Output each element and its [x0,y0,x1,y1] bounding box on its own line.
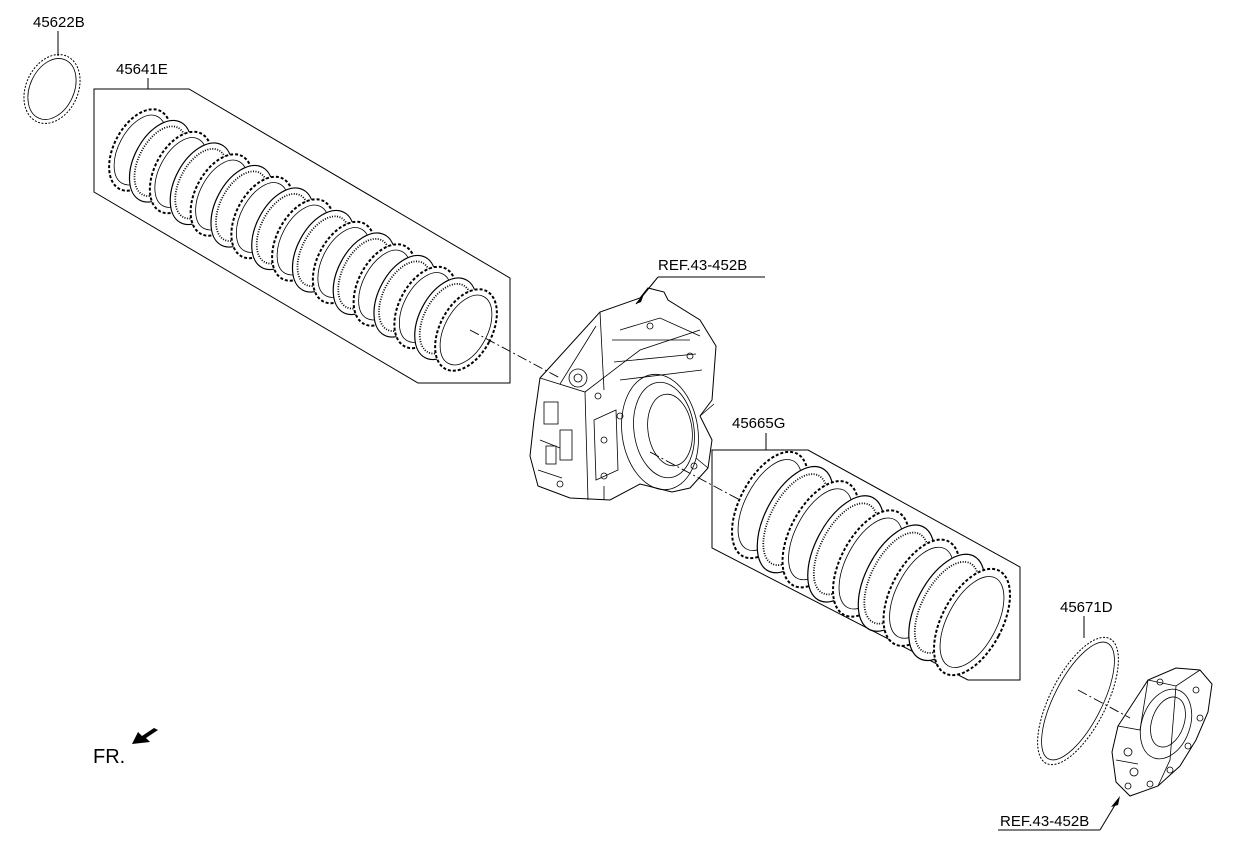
cover-body [1111,667,1213,797]
ref-label-case: REF.43-452B [658,257,747,274]
clutch-disc [434,288,498,372]
part-45622b[interactable]: 45622B [13,14,91,133]
label-45671d: 45671D [1060,599,1113,616]
case-body [529,287,717,501]
rear-cover[interactable]: REF.43-452B [998,667,1213,831]
clutch-pack-45641e [108,108,498,372]
frame-45641e [93,88,511,384]
part-45641e[interactable]: 45641E [93,61,511,384]
part-45671d[interactable]: 45671D [1021,599,1134,776]
part-45665g[interactable]: 45665G [711,415,1026,687]
transmission-case[interactable]: REF.43-452B [529,257,765,501]
ref-arrowhead-case [636,294,644,304]
label-45665g: 45665G [732,415,785,432]
ring-45671d [1037,636,1119,766]
clutch-disc [933,567,1011,677]
front-label: FR. [93,746,125,768]
label-45622b: 45622B [33,14,85,31]
front-indicator: FR. [93,728,158,768]
ref-label-cover: REF.43-452B [1000,813,1089,830]
clutch-pack-45665g [731,450,1011,677]
center-lines [469,329,1131,719]
frame-45665g [711,449,1021,681]
arrow-down-left-icon [132,728,158,744]
ref-arrowhead-cover [1111,796,1120,807]
ring-45622b [23,54,81,124]
label-45641e: 45641E [116,61,168,78]
